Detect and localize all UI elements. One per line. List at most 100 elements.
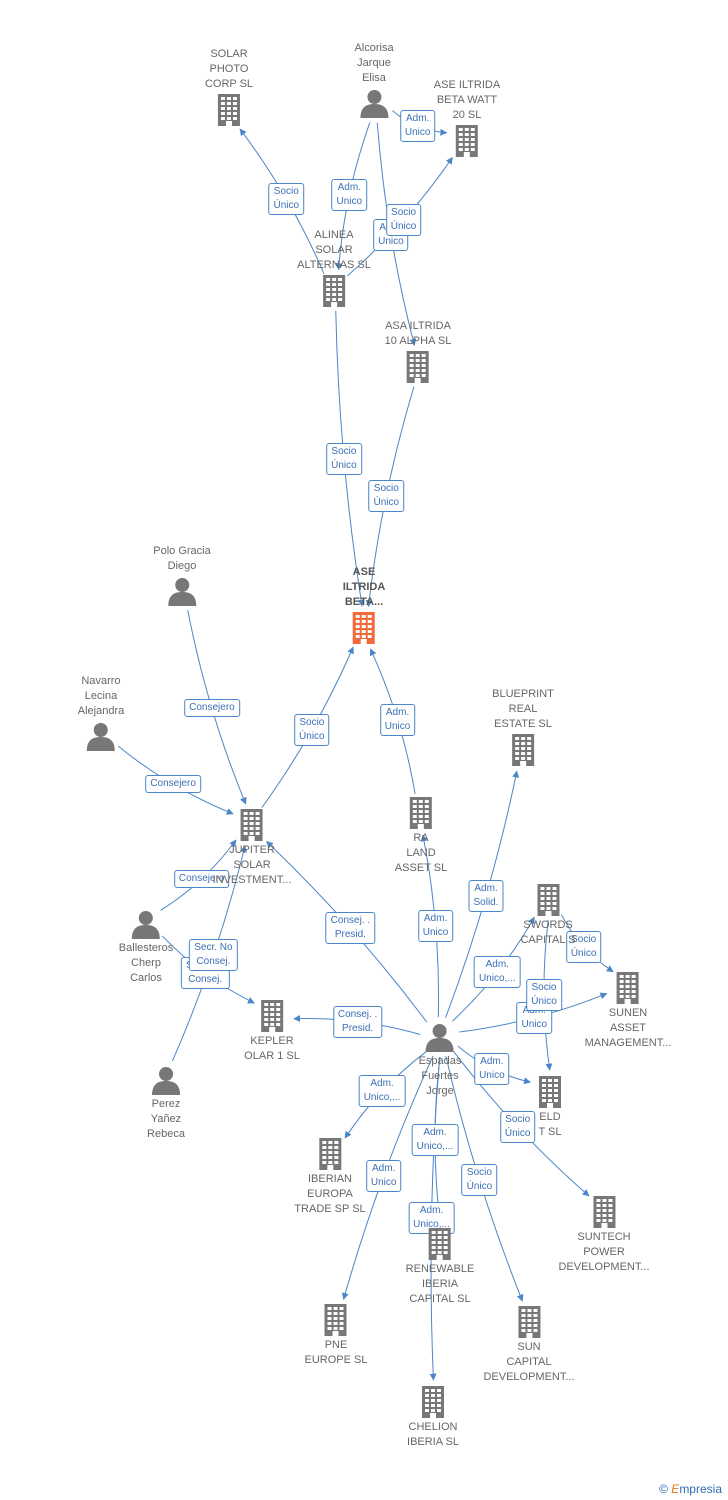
node-label: Navarro Lecina Alejandra [77,675,125,717]
company-node[interactable]: ASE ILTRIDA BETA WATT 20 SL [434,78,500,159]
company-node[interactable]: SUNEN ASSET MANAGEMENT... [584,970,672,1051]
relationship-label[interactable]: Consejero [184,699,240,718]
company-node[interactable]: SOLAR PHOTO CORP SL [205,47,253,128]
company-node[interactable]: ASE ILTRIDA BETA... [342,565,386,646]
company-node[interactable]: SUNTECH POWER DEVELOPMENT... [558,1194,650,1275]
node-label: ASE ILTRIDA BETA... [342,566,386,608]
building-icon [325,1304,347,1336]
node-label: IBERIAN EUROPA TRADE SP SL [294,1173,366,1215]
node-label: BLUEPRINT REAL ESTATE SL [492,688,554,730]
person-node[interactable]: Ballesteros Cherp Carlos [119,907,173,986]
relationship-label[interactable]: Socio Único [461,1164,498,1197]
node-label: CHELION IBERIA SL [407,1421,459,1448]
relationship-label[interactable]: Adm. Unico [417,909,454,942]
relationship-label[interactable]: Adm. Unico [365,1159,402,1192]
building-icon [616,972,639,1004]
relationship-label[interactable]: Consejero [145,775,201,794]
relationship-label[interactable]: Socio Único [385,204,422,237]
relationship-label[interactable]: Secr. No Consej. [189,939,238,972]
relationship-label[interactable]: Consej. . Presid. [325,912,376,945]
brand-initial: E [671,1482,680,1496]
relationship-label[interactable]: Socio Único [326,442,362,475]
brand-logo: © Empresia [659,1482,722,1496]
building-icon [241,809,263,841]
node-label: Alcorisa Jarque Elisa [354,42,394,84]
person-icon [151,1067,180,1095]
node-label: PNE EUROPE SL [304,1339,368,1366]
company-node[interactable]: KEPLER OLAR 1 SL [244,998,300,1064]
company-node[interactable]: IBERIAN EUROPA TRADE SP SL [294,1136,366,1217]
relationship-label[interactable]: Socio Único [565,930,602,963]
node-label: Espadas Fuertes Jorge [418,1055,462,1097]
node-label: SOLAR PHOTO CORP SL [204,48,254,90]
node-label: ASE ILTRIDA BETA WATT 20 SL [433,79,501,121]
person-icon [167,578,196,606]
building-icon [537,884,559,916]
person-icon [86,723,115,751]
building-icon [318,1138,341,1170]
relationship-label[interactable]: Socio Único [499,1111,536,1144]
person-node[interactable]: Alcorisa Jarque Elisa [354,41,394,120]
relationship-label[interactable]: Consejero [173,869,230,888]
relationship-label[interactable]: Adm. Unico [399,110,436,143]
company-node[interactable]: RENEWABLE IBERIA CAPITAL SL [405,1226,475,1307]
relationship-label[interactable]: Consej. . Presid. [332,1005,383,1038]
building-icon [456,125,478,157]
company-node[interactable]: ELD T SL [538,1074,562,1140]
node-label: JUPITER SOLAR INVESTMENT... [212,844,292,886]
building-icon [323,275,345,307]
building-icon [260,1000,283,1032]
node-label: SUNEN ASSET MANAGEMENT... [584,1007,672,1049]
building-icon [421,1386,444,1418]
company-node[interactable]: ASA ILTRIDA 10 ALPHA SL [384,319,452,385]
company-node[interactable]: SUN CAPITAL DEVELOPMENT... [483,1304,575,1385]
building-icon-highlighted [352,612,375,644]
person-icon [426,1024,454,1052]
relationship-label[interactable]: Socio Único [294,713,330,746]
building-icon [406,351,429,383]
company-node[interactable]: JUPITER SOLAR INVESTMENT... [212,807,292,888]
node-label: KEPLER OLAR 1 SL [244,1035,300,1062]
company-node[interactable]: SWORDS CAPITAL S [520,882,576,948]
building-icon [592,1196,615,1228]
building-icon [539,1076,561,1108]
building-icon [428,1228,451,1260]
person-node[interactable]: Navarro Lecina Alejandra [78,674,124,753]
building-icon [409,797,432,829]
node-label: Ballesteros Cherp Carlos [118,942,174,984]
copyright-symbol: © [659,1482,668,1496]
node-label: SUNTECH POWER DEVELOPMENT... [558,1231,650,1273]
relationship-label[interactable]: Socio Único [368,479,405,512]
person-node[interactable]: Espadas Fuertes Jorge [418,1020,462,1099]
company-node[interactable]: CHELION IBERIA SL [407,1384,459,1450]
relationship-label[interactable]: Socio Único [268,182,305,215]
node-label: ALINEA SOLAR ALTERNAS SL [297,229,371,271]
person-node[interactable]: Perez Yañez Rebeca [147,1063,185,1142]
relationship-label[interactable]: Adm. Unico,... [411,1123,459,1156]
relationship-label[interactable]: Adm. Unico,... [473,956,521,989]
brand-name: mpresia [679,1482,722,1496]
node-label: RENEWABLE IBERIA CAPITAL SL [405,1263,475,1305]
relationship-label[interactable]: Socio Único [526,979,562,1012]
company-node[interactable]: ALINEA SOLAR ALTERNAS SL [297,228,371,309]
node-label: RA LAND ASSET SL [394,832,448,874]
relationship-label[interactable]: Adm. Unico,... [358,1075,406,1108]
building-icon [512,734,534,766]
relationship-label[interactable]: Adm. Solid. [468,879,504,912]
node-label: Polo Gracia Diego [153,545,211,572]
building-icon [517,1306,540,1338]
node-label: SWORDS CAPITAL S [520,919,576,946]
node-label: ELD T SL [538,1111,562,1138]
relationship-label[interactable]: Adm. Unico [331,178,368,211]
company-node[interactable]: PNE EUROPE SL [304,1302,368,1368]
node-label: SUN CAPITAL DEVELOPMENT... [483,1341,575,1383]
person-icon [131,911,160,939]
node-label: ASA ILTRIDA 10 ALPHA SL [384,320,452,347]
person-node[interactable]: Polo Gracia Diego [153,544,211,608]
relationship-label[interactable]: Adm. Unico [379,703,416,736]
company-node[interactable]: RA LAND ASSET SL [395,795,447,876]
building-icon [218,94,240,126]
company-node[interactable]: BLUEPRINT REAL ESTATE SL [492,687,554,768]
relationship-label[interactable]: Adm. Unico [474,1052,510,1085]
